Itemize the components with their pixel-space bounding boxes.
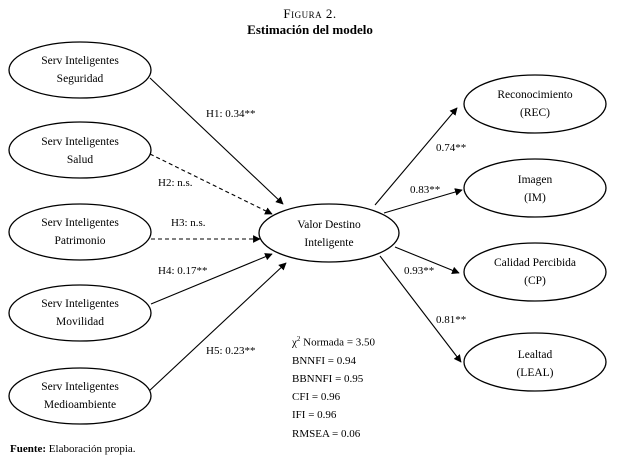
chi-symbol: χ xyxy=(292,336,297,349)
edge-label-rec: 0.74** xyxy=(436,142,466,154)
source-label: Fuente: xyxy=(10,443,47,455)
node-salud: Serv Inteligentes Salud xyxy=(8,121,152,179)
node-valor-line1: Valor Destino xyxy=(297,219,361,231)
edge-h1 xyxy=(149,77,284,205)
edge-label-im: 0.83** xyxy=(410,184,440,196)
edge-h2 xyxy=(149,153,273,215)
node-patrimonio: Serv Inteligentes Patrimonio xyxy=(8,203,152,261)
node-im-line1: Imagen xyxy=(518,174,553,186)
edge-label-h4: H4: 0.17** xyxy=(158,265,208,277)
node-leal-line1: Lealtad xyxy=(518,349,553,361)
node-rec-line2: (REC) xyxy=(520,107,550,119)
node-cp: Calidad Percibida (CP) xyxy=(463,242,607,302)
source-note: Fuente: Elaboración propia. xyxy=(10,443,136,455)
node-movilidad-line2: Movilidad xyxy=(56,316,104,328)
stat-rmsea: RMSEA = 0.06 xyxy=(292,427,361,440)
node-movilidad-line1: Serv Inteligentes xyxy=(41,298,119,310)
fit-statistics: χ2 Normada = 3.50 BNNFI = 0.94 BBNNFI = … xyxy=(292,330,375,443)
stat-bbnnfi: BBNNFI = 0.95 xyxy=(292,373,364,386)
node-seguridad: Serv Inteligentes Seguridad xyxy=(8,41,152,99)
node-im-line2: (IM) xyxy=(524,192,546,204)
edge-label-h1: H1: 0.34** xyxy=(206,108,256,120)
node-patrimonio-line1: Serv Inteligentes xyxy=(41,217,119,229)
edge-h4 xyxy=(150,253,273,305)
edge-im xyxy=(383,188,463,214)
chi-superscript: 2 xyxy=(296,335,301,343)
edge-rec xyxy=(374,107,458,206)
figure-label: Figura 2. xyxy=(283,6,337,21)
node-leal-line2: (LEAL) xyxy=(516,367,553,379)
node-patrimonio-line2: Patrimonio xyxy=(54,235,105,247)
stat-chi-normada: χ2 Normada = 3.50 xyxy=(292,330,375,352)
edge-label-h3: H3: n.s. xyxy=(171,217,206,229)
node-cp-line1: Calidad Percibida xyxy=(494,257,576,269)
node-movilidad: Serv Inteligentes Movilidad xyxy=(8,284,152,342)
node-medioambiente: Serv Inteligentes Medioambiente xyxy=(8,367,152,425)
node-medioambiente-line2: Medioambiente xyxy=(44,399,116,411)
node-medioambiente-line1: Serv Inteligentes xyxy=(41,381,119,393)
edge-label-h2: H2: n.s. xyxy=(158,177,193,189)
edge-leal xyxy=(379,255,462,363)
edge-label-h5: H5: 0.23** xyxy=(206,345,256,357)
node-seguridad-line1: Serv Inteligentes xyxy=(41,55,119,67)
figure-title: Estimación del modelo xyxy=(247,22,373,37)
node-valor-destino: Valor Destino Inteligente xyxy=(258,203,400,263)
stat-cfi: CFI = 0.96 xyxy=(292,391,341,404)
stat-bnnfi: BNNFI = 0.94 xyxy=(292,354,356,367)
edge-label-cp: 0.93** xyxy=(404,265,434,277)
edge-label-leal: 0.81** xyxy=(436,314,466,326)
node-salud-line2: Salud xyxy=(67,154,93,166)
node-rec: Reconocimiento (REC) xyxy=(463,74,607,134)
edge-h5 xyxy=(147,262,287,393)
node-leal: Lealtad (LEAL) xyxy=(463,332,607,392)
stat-ifi: IFI = 0.96 xyxy=(292,409,337,422)
node-salud-line1: Serv Inteligentes xyxy=(41,136,119,148)
node-seguridad-line2: Seguridad xyxy=(57,73,104,85)
node-valor-line2: Inteligente xyxy=(304,237,353,249)
chi-value: Normada = 3.50 xyxy=(300,336,376,349)
edge-cp xyxy=(394,246,460,274)
node-rec-line1: Reconocimiento xyxy=(497,89,573,101)
node-cp-line2: (CP) xyxy=(524,275,546,287)
node-im: Imagen (IM) xyxy=(463,158,607,218)
source-text: Elaboración propia. xyxy=(46,443,136,455)
